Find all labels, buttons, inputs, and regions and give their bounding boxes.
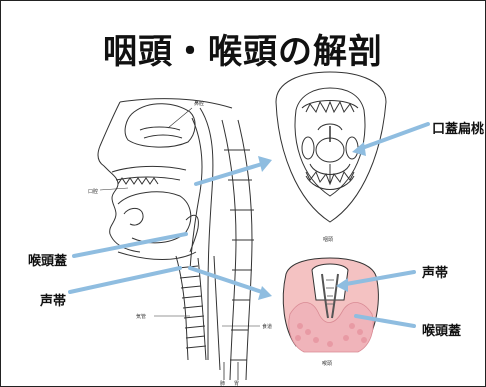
label-lung: 肺 <box>220 380 225 387</box>
label-trachea: 気管 <box>136 313 146 320</box>
label-stomach: 胃 <box>234 380 239 387</box>
arrow-to-mouth-view-head <box>258 156 272 172</box>
label-nasal: 鼻腔 <box>194 100 204 107</box>
arrow-to-mouth-view <box>196 164 262 184</box>
sagittal-section <box>98 99 260 380</box>
arrow-tonsil <box>362 124 428 148</box>
label-epiglottis-right: 喉頭蓋 <box>422 320 461 339</box>
label-esophagus: 食道 <box>262 323 272 330</box>
label-vocal-cord-left: 声帯 <box>40 290 66 309</box>
arrow-tonsil-head <box>352 142 366 156</box>
label-oral: 口腔 <box>88 188 98 195</box>
label-vocal-cord-right: 声帯 <box>422 262 448 281</box>
arrow-epiglottis-left <box>74 234 186 256</box>
arrow-to-larynx-view-head <box>258 286 272 300</box>
larynx-top-view <box>283 258 378 352</box>
arrow-vocal-left <box>70 268 180 292</box>
label-mouth-view: 咽頭 <box>323 236 333 243</box>
label-larynx-view: 喉頭 <box>322 360 332 367</box>
label-epiglottis-left: 喉頭蓋 <box>28 250 67 269</box>
label-tonsil: 口蓋扁桃 <box>432 118 484 137</box>
